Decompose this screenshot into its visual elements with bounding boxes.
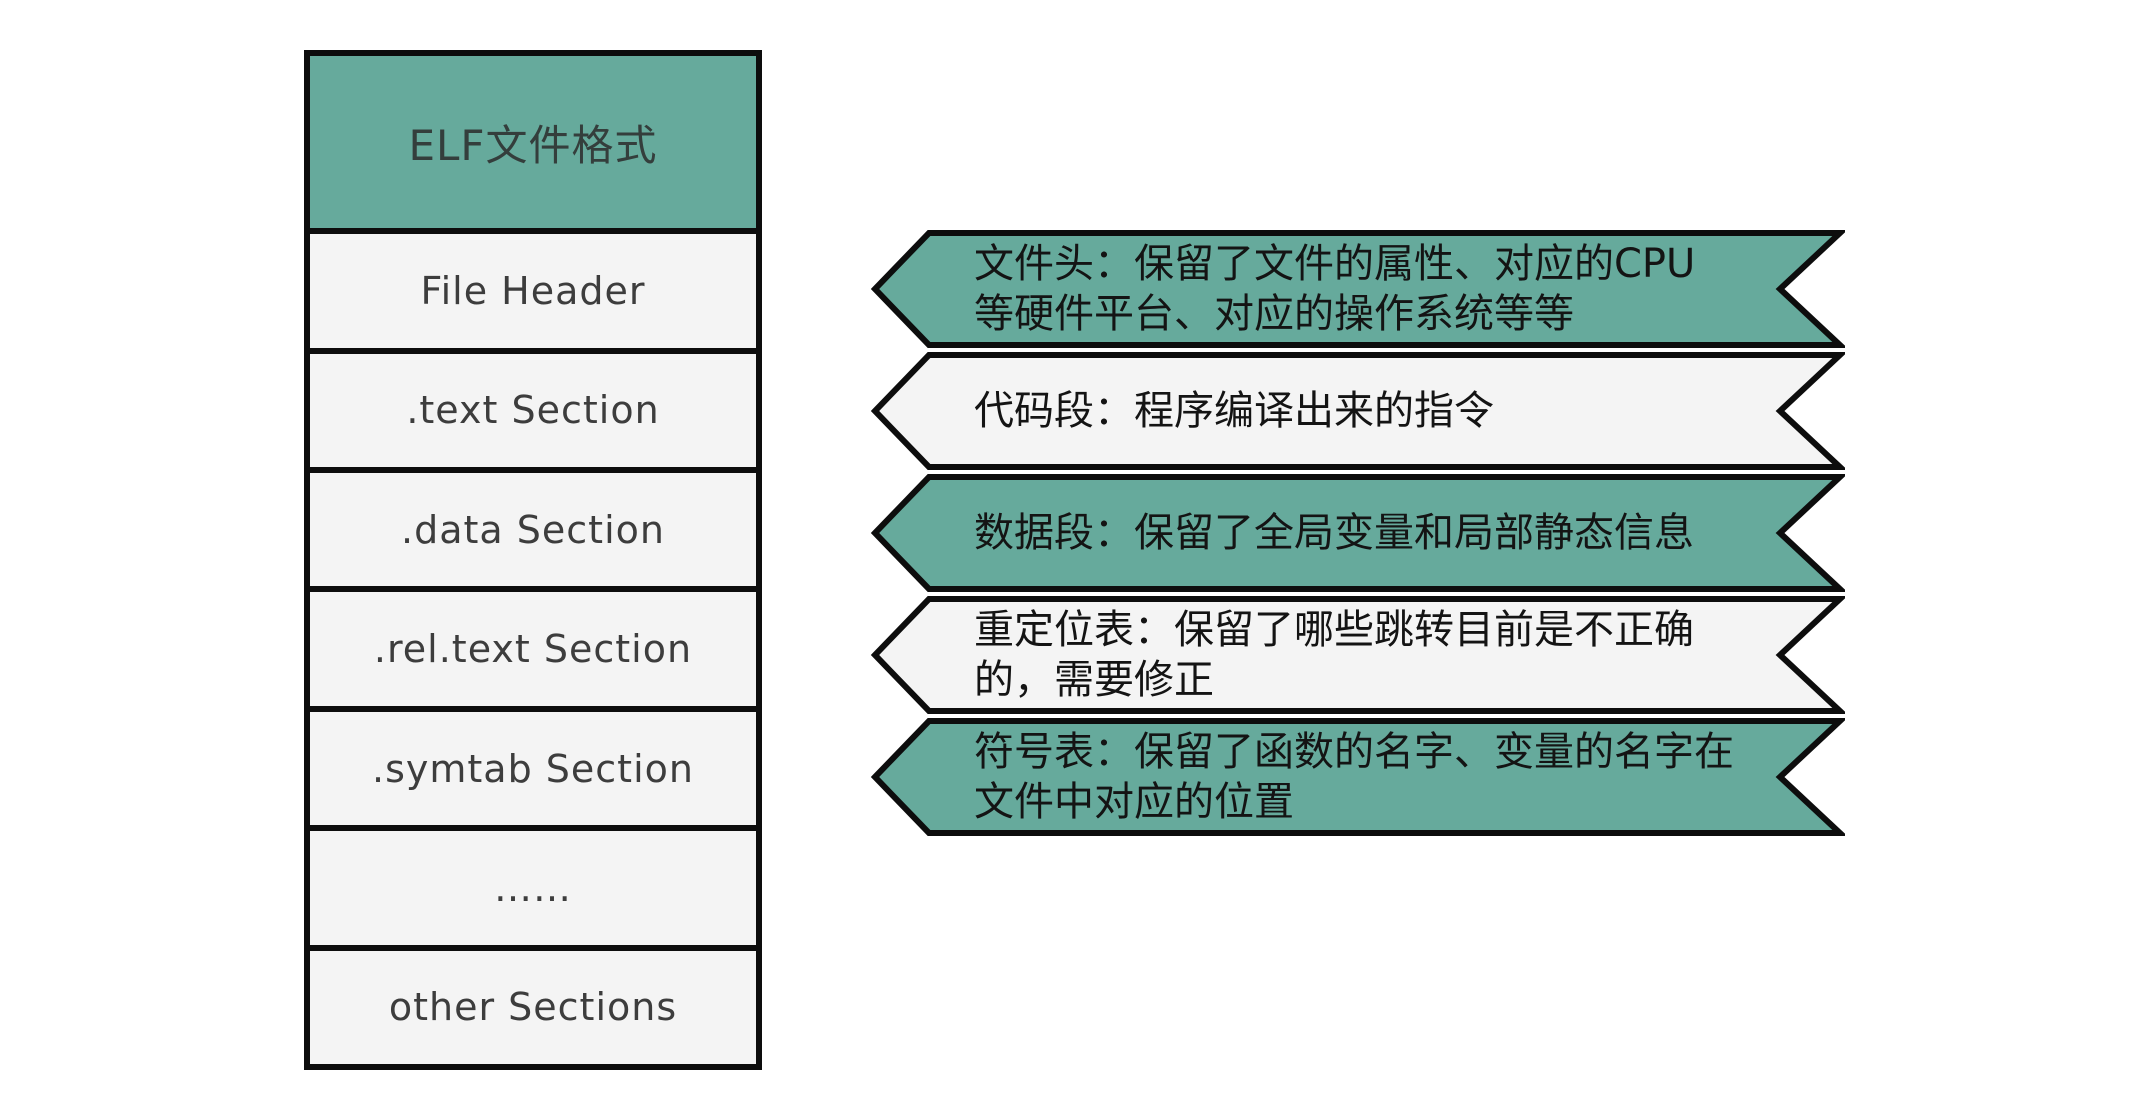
banner-text: 代码段：程序编译出来的指令 — [870, 350, 1845, 472]
ribbon-shape — [870, 230, 1845, 348]
table-row-data-section: .data Section — [310, 473, 756, 593]
row-label: .rel.text Section — [373, 627, 693, 672]
banner-rel-text-section: 重定位表：保留了哪些跳转目前是不正确 的，需要修正 — [870, 594, 1845, 716]
row-label: .data Section — [401, 507, 665, 552]
ribbon-shape — [870, 474, 1845, 592]
banner-line: 的，需要修正 — [974, 657, 1214, 703]
table-row-file-header: File Header — [310, 234, 756, 354]
ribbon-shape — [870, 596, 1845, 714]
banner-symtab-section: 符号表：保留了函数的名字、变量的名字在 文件中对应的位置 — [870, 716, 1845, 838]
banner-line: 重定位表：保留了哪些跳转目前是不正确 — [974, 607, 1694, 653]
row-label: other Sections — [388, 985, 678, 1030]
banner-text-section: 代码段：程序编译出来的指令 — [870, 350, 1845, 472]
table-row-ellipsis: …… — [310, 831, 756, 951]
banner-file-header: 文件头：保留了文件的属性、对应的CPU 等硬件平台、对应的操作系统等等 — [870, 228, 1845, 350]
banner-line: 代码段：程序编译出来的指令 — [974, 388, 1494, 434]
row-label: .symtab Section — [372, 746, 694, 791]
ribbon-shape — [870, 718, 1845, 836]
table-row-rel-text-section: .rel.text Section — [310, 592, 756, 712]
table-row-symtab-section: .symtab Section — [310, 711, 756, 832]
table-header-cell: ELF文件格式 — [310, 56, 756, 235]
banner-text: 数据段：保留了全局变量和局部静态信息 — [870, 472, 1845, 594]
elf-structure-table: ELF文件格式 File Header .text Section .data … — [304, 50, 762, 1070]
banner-text: 重定位表：保留了哪些跳转目前是不正确 的，需要修正 — [870, 594, 1845, 716]
banner-text: 符号表：保留了函数的名字、变量的名字在 文件中对应的位置 — [870, 716, 1845, 838]
table-row-text-section: .text Section — [310, 353, 756, 474]
row-label: File Header — [420, 269, 646, 314]
row-label: …… — [494, 865, 572, 910]
banner-line: 符号表：保留了函数的名字、变量的名字在 — [974, 729, 1734, 775]
table-title: ELF文件格式 — [408, 120, 658, 170]
banner-line: 文件头：保留了文件的属性、对应的CPU — [974, 241, 1696, 287]
row-label: .text Section — [406, 388, 660, 433]
banner-line: 数据段：保留了全局变量和局部静态信息 — [974, 510, 1694, 556]
banner-line: 等硬件平台、对应的操作系统等等 — [974, 291, 1574, 337]
ribbon-shape — [870, 352, 1845, 470]
banner-line: 文件中对应的位置 — [974, 779, 1294, 825]
banner-data-section: 数据段：保留了全局变量和局部静态信息 — [870, 472, 1845, 594]
table-row-other-sections: other Sections — [310, 950, 756, 1064]
banner-text: 文件头：保留了文件的属性、对应的CPU 等硬件平台、对应的操作系统等等 — [870, 228, 1845, 350]
